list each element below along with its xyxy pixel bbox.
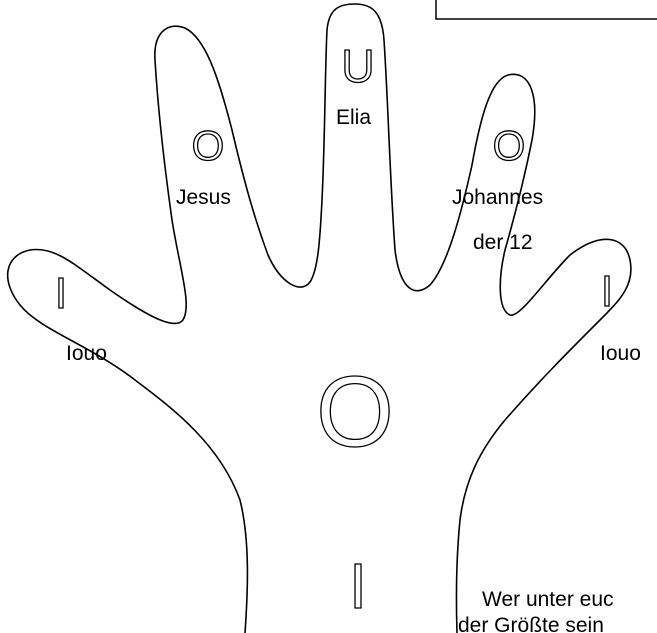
pinky-glyph: I	[601, 267, 613, 316]
thumb-glyph: I	[55, 269, 67, 318]
thumb-label: Iouo	[66, 342, 107, 365]
ring-finger-label-line1: Johannes	[452, 186, 543, 209]
index-finger-glyph: O	[192, 122, 225, 169]
pinky-label: Iouo	[600, 342, 641, 365]
caption-line1: Wer unter euc	[482, 588, 614, 611]
ring-finger-label-line2: der 12	[473, 231, 533, 254]
middle-finger-glyph: U	[341, 40, 374, 92]
ring-finger-glyph: O	[493, 122, 526, 169]
caption-line2: der Größte sein	[458, 614, 604, 633]
wrist-glyph: I	[349, 550, 367, 622]
hand-outline	[8, 4, 631, 633]
palm-glyph: O	[316, 356, 394, 468]
middle-finger-label: Elia	[336, 106, 371, 129]
top-right-text-box	[436, 0, 657, 19]
index-finger-label: Jesus	[176, 186, 231, 209]
